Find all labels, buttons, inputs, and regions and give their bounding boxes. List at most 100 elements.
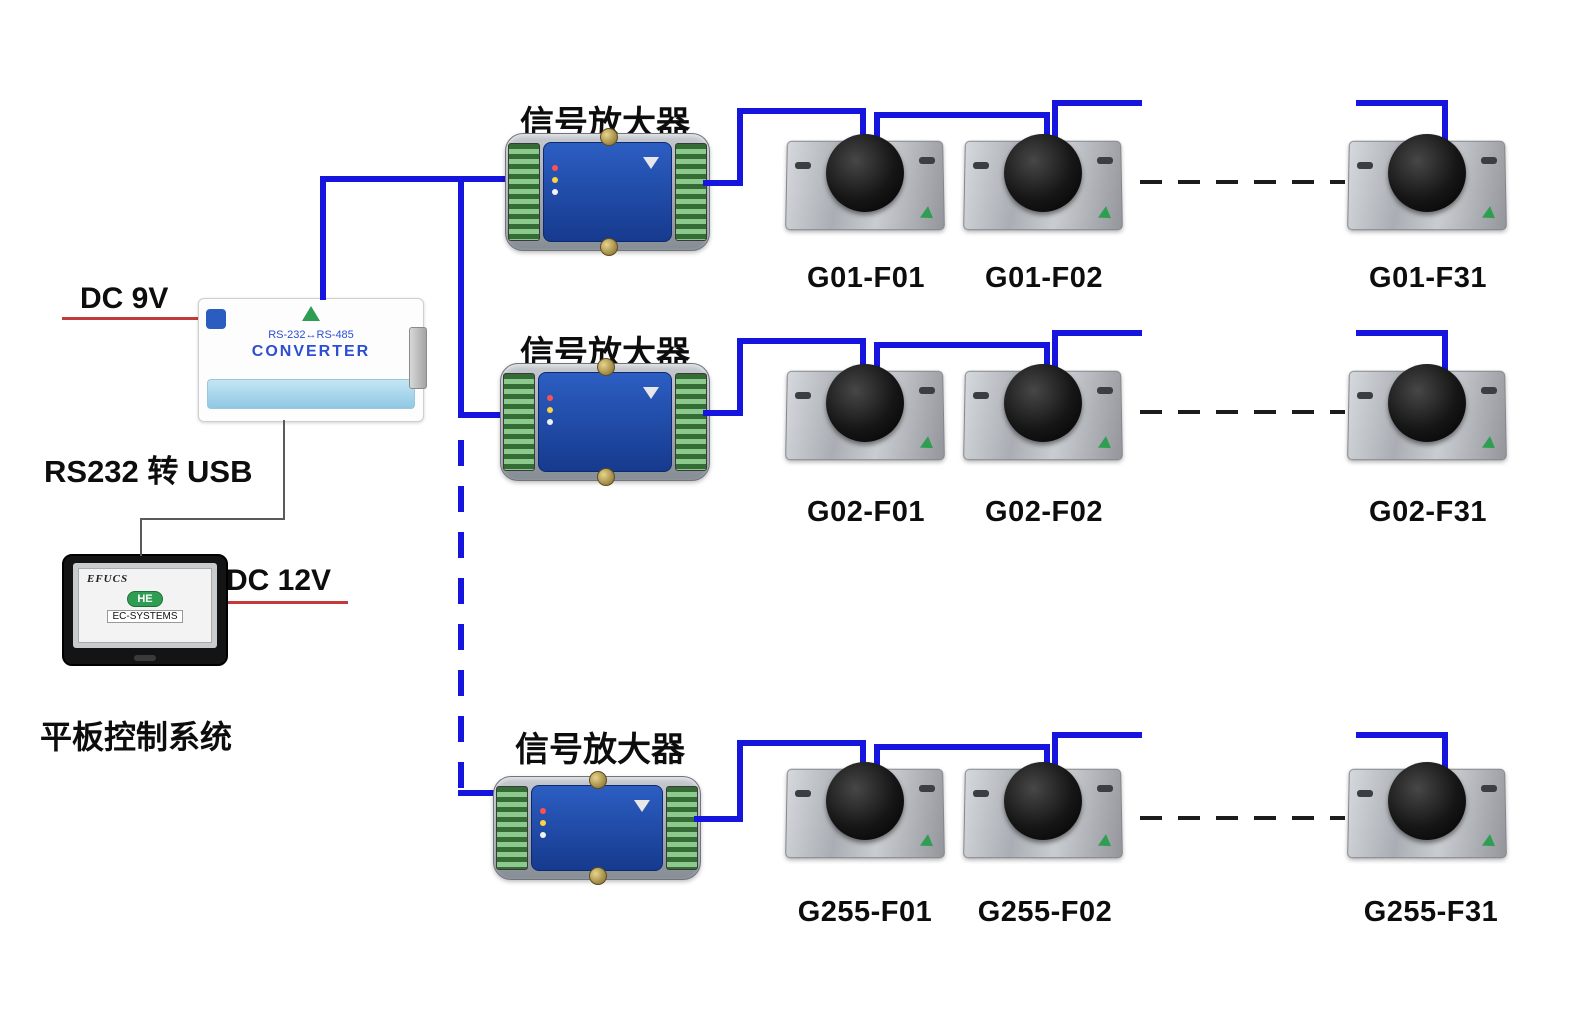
- wire-segment: [1052, 732, 1142, 738]
- logo-mark-icon: [643, 157, 659, 169]
- terminal-block-icon: [675, 143, 707, 241]
- wire-segment: [1052, 100, 1058, 146]
- dc9v-label: DC 9V: [80, 282, 169, 315]
- speaker-unit: [1347, 762, 1507, 859]
- tablet-screen: EFUCS HE EC-SYSTEMS: [73, 563, 217, 648]
- wire-segment: [1442, 330, 1448, 380]
- speaker-driver-icon: [826, 364, 904, 442]
- continuation-dashes: [1140, 180, 1345, 184]
- mount-slot-icon: [1481, 785, 1497, 792]
- serial-cable: [140, 518, 285, 520]
- wire-segment: [703, 180, 743, 186]
- wire-segment: [874, 342, 1050, 348]
- amplifier-panel: [538, 372, 672, 472]
- mount-slot-icon: [795, 162, 811, 169]
- device-label: G01-F02: [985, 262, 1103, 294]
- wire-segment: [320, 176, 326, 300]
- mount-slot-icon: [1097, 785, 1113, 792]
- signal-icon: [206, 309, 226, 329]
- mount-slot-icon: [795, 392, 811, 399]
- converter-model: RS-232↔RS-485: [268, 329, 354, 341]
- screw-icon: [599, 238, 618, 256]
- wire-segment: [320, 176, 512, 182]
- mount-slot-icon: [919, 387, 935, 394]
- rs232-rs485-converter: RS-232↔RS-485 CONVERTER: [198, 298, 427, 422]
- mount-slot-icon: [1357, 790, 1373, 797]
- wire-segment: [1356, 330, 1448, 336]
- speaker-driver-icon: [1388, 762, 1466, 840]
- wire-segment: [874, 112, 880, 146]
- wire-segment: [737, 108, 866, 114]
- screw-icon: [597, 468, 615, 486]
- signal-amplifier-1: [505, 128, 710, 256]
- terminal-block-icon: [666, 786, 698, 870]
- amplifier-label: 信号放大器: [515, 731, 685, 769]
- amplifier-panel: [543, 142, 672, 242]
- status-led-icons: [552, 165, 558, 195]
- continuation-dashes: [1140, 410, 1345, 414]
- brand-triangle-icon: [302, 306, 320, 321]
- tablet-controller: EFUCS HE EC-SYSTEMS: [62, 554, 228, 666]
- signal-amplifier-3: [493, 771, 701, 885]
- tablet-home-button: [134, 655, 156, 661]
- speaker-unit: [1347, 134, 1507, 231]
- wire-segment: [1356, 100, 1448, 106]
- wire-segment: [1052, 732, 1058, 778]
- wire-segment: [1442, 100, 1448, 150]
- screw-icon: [599, 128, 618, 146]
- terminal-block-icon: [675, 373, 707, 471]
- device-label: G01-F31: [1369, 262, 1487, 294]
- wire-segment: [874, 342, 880, 376]
- device-label: G01-F01: [807, 262, 925, 294]
- device-label: G02-F01: [807, 496, 925, 528]
- signal-amplifier-2: [500, 358, 710, 486]
- converter-name: CONVERTER: [251, 343, 371, 360]
- logo-mark-icon: [634, 800, 650, 812]
- speaker-unit: [785, 134, 945, 231]
- serial-cable: [283, 420, 285, 520]
- wire-segment: [860, 108, 866, 152]
- mount-slot-icon: [1097, 157, 1113, 164]
- terminal-block-icon: [508, 143, 540, 241]
- screw-icon: [589, 867, 607, 885]
- mount-slot-icon: [1357, 392, 1373, 399]
- mount-slot-icon: [973, 162, 989, 169]
- tablet-system: EC-SYSTEMS: [107, 610, 183, 623]
- speaker-driver-icon: [826, 134, 904, 212]
- device-label: G255-F02: [977, 896, 1113, 928]
- device-label: G02-F02: [985, 496, 1103, 528]
- speaker-unit: [963, 134, 1123, 231]
- speaker-unit: [963, 364, 1123, 461]
- speaker-driver-icon: [1388, 364, 1466, 442]
- continuation-dashes: [1140, 816, 1345, 820]
- device-label: G255-F31: [1363, 896, 1499, 928]
- wire-segment: [737, 740, 743, 822]
- wire-segment: [874, 744, 880, 778]
- mount-slot-icon: [919, 785, 935, 792]
- speaker-unit: [785, 762, 945, 859]
- dc12v-underline: [220, 601, 348, 604]
- db9-connector-icon: [409, 327, 427, 389]
- speaker-driver-icon: [1004, 364, 1082, 442]
- tablet-brand: EFUCS: [87, 573, 129, 585]
- terminal-block-icon: [496, 786, 528, 870]
- tablet-caption: 平板控制系统: [40, 719, 233, 755]
- mount-slot-icon: [1481, 157, 1497, 164]
- wire-segment: [458, 182, 464, 418]
- rs232-usb-label: RS232 转 USB: [44, 454, 253, 489]
- wire-segment: [694, 816, 742, 822]
- wire-segment: [1052, 330, 1058, 376]
- speaker-unit: [963, 762, 1123, 859]
- speaker-driver-icon: [1388, 134, 1466, 212]
- screw-icon: [597, 358, 615, 376]
- wire-segment: [458, 412, 510, 418]
- speaker-driver-icon: [826, 762, 904, 840]
- serial-cable: [140, 518, 142, 556]
- he-logo: HE: [127, 591, 163, 607]
- wire-segment: [703, 410, 743, 416]
- device-label: G02-F31: [1369, 496, 1487, 528]
- mount-slot-icon: [1097, 387, 1113, 394]
- mount-slot-icon: [919, 157, 935, 164]
- speaker-unit: [1347, 364, 1507, 461]
